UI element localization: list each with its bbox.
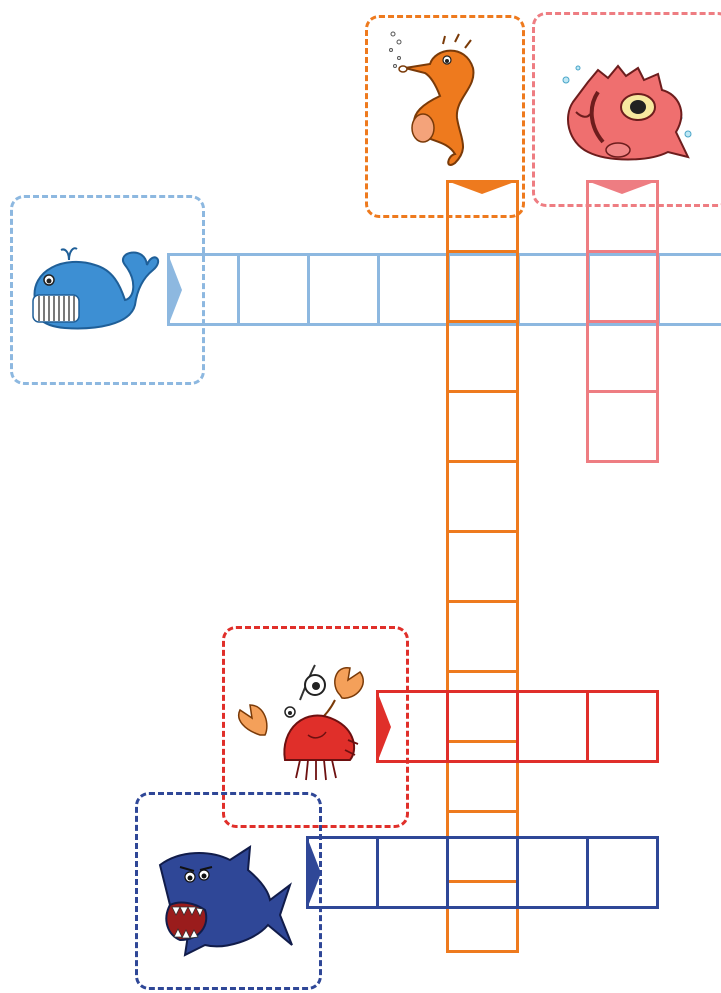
fish-word-cells[interactable]	[586, 180, 659, 463]
whale-letter-cell[interactable]	[657, 253, 721, 326]
crab-letter-cell[interactable]	[586, 690, 659, 763]
whale-start-arrow	[168, 254, 182, 326]
fish-icon	[562, 64, 692, 161]
shark-start-arrow	[307, 837, 321, 909]
seahorse-letter-cell[interactable]	[446, 250, 519, 323]
seahorse-start-arrow	[447, 181, 517, 194]
whale-letter-cell[interactable]	[377, 253, 450, 326]
crab-start-arrow	[377, 691, 391, 763]
fish-start-arrow	[587, 181, 657, 194]
seahorse-icon	[389, 31, 475, 166]
fish-clue-frame	[532, 12, 721, 207]
seahorse-letter-cell[interactable]	[446, 880, 519, 953]
shark-letter-cell[interactable]	[516, 836, 589, 909]
shark-letter-cell[interactable]	[446, 836, 519, 909]
shark-letter-cell[interactable]	[376, 836, 449, 909]
fish-letter-cell[interactable]	[586, 250, 659, 323]
whale-letter-cell[interactable]	[307, 253, 380, 326]
whale-letter-cell[interactable]	[517, 253, 590, 326]
shark-icon	[158, 845, 293, 957]
seahorse-letter-cell[interactable]	[446, 390, 519, 463]
crab-letter-cell[interactable]	[516, 690, 589, 763]
seahorse-letter-cell[interactable]	[446, 460, 519, 533]
seahorse-letter-cell[interactable]	[446, 530, 519, 603]
shark-clue-frame	[135, 792, 322, 990]
shark-letter-cell[interactable]	[586, 836, 659, 909]
crab-word-cells[interactable]	[376, 690, 659, 763]
crab-clue-frame	[222, 626, 409, 828]
fish-letter-cell[interactable]	[586, 320, 659, 393]
seahorse-clue-frame	[365, 15, 525, 218]
whale-letter-cell[interactable]	[237, 253, 310, 326]
crab-icon	[238, 664, 364, 781]
shark-word-cells[interactable]	[306, 836, 659, 909]
whale-clue-frame	[10, 195, 205, 385]
whale-icon	[32, 247, 159, 330]
seahorse-letter-cell[interactable]	[446, 320, 519, 393]
seahorse-letter-cell[interactable]	[446, 600, 519, 673]
fish-letter-cell[interactable]	[586, 390, 659, 463]
crab-letter-cell[interactable]	[446, 690, 519, 763]
